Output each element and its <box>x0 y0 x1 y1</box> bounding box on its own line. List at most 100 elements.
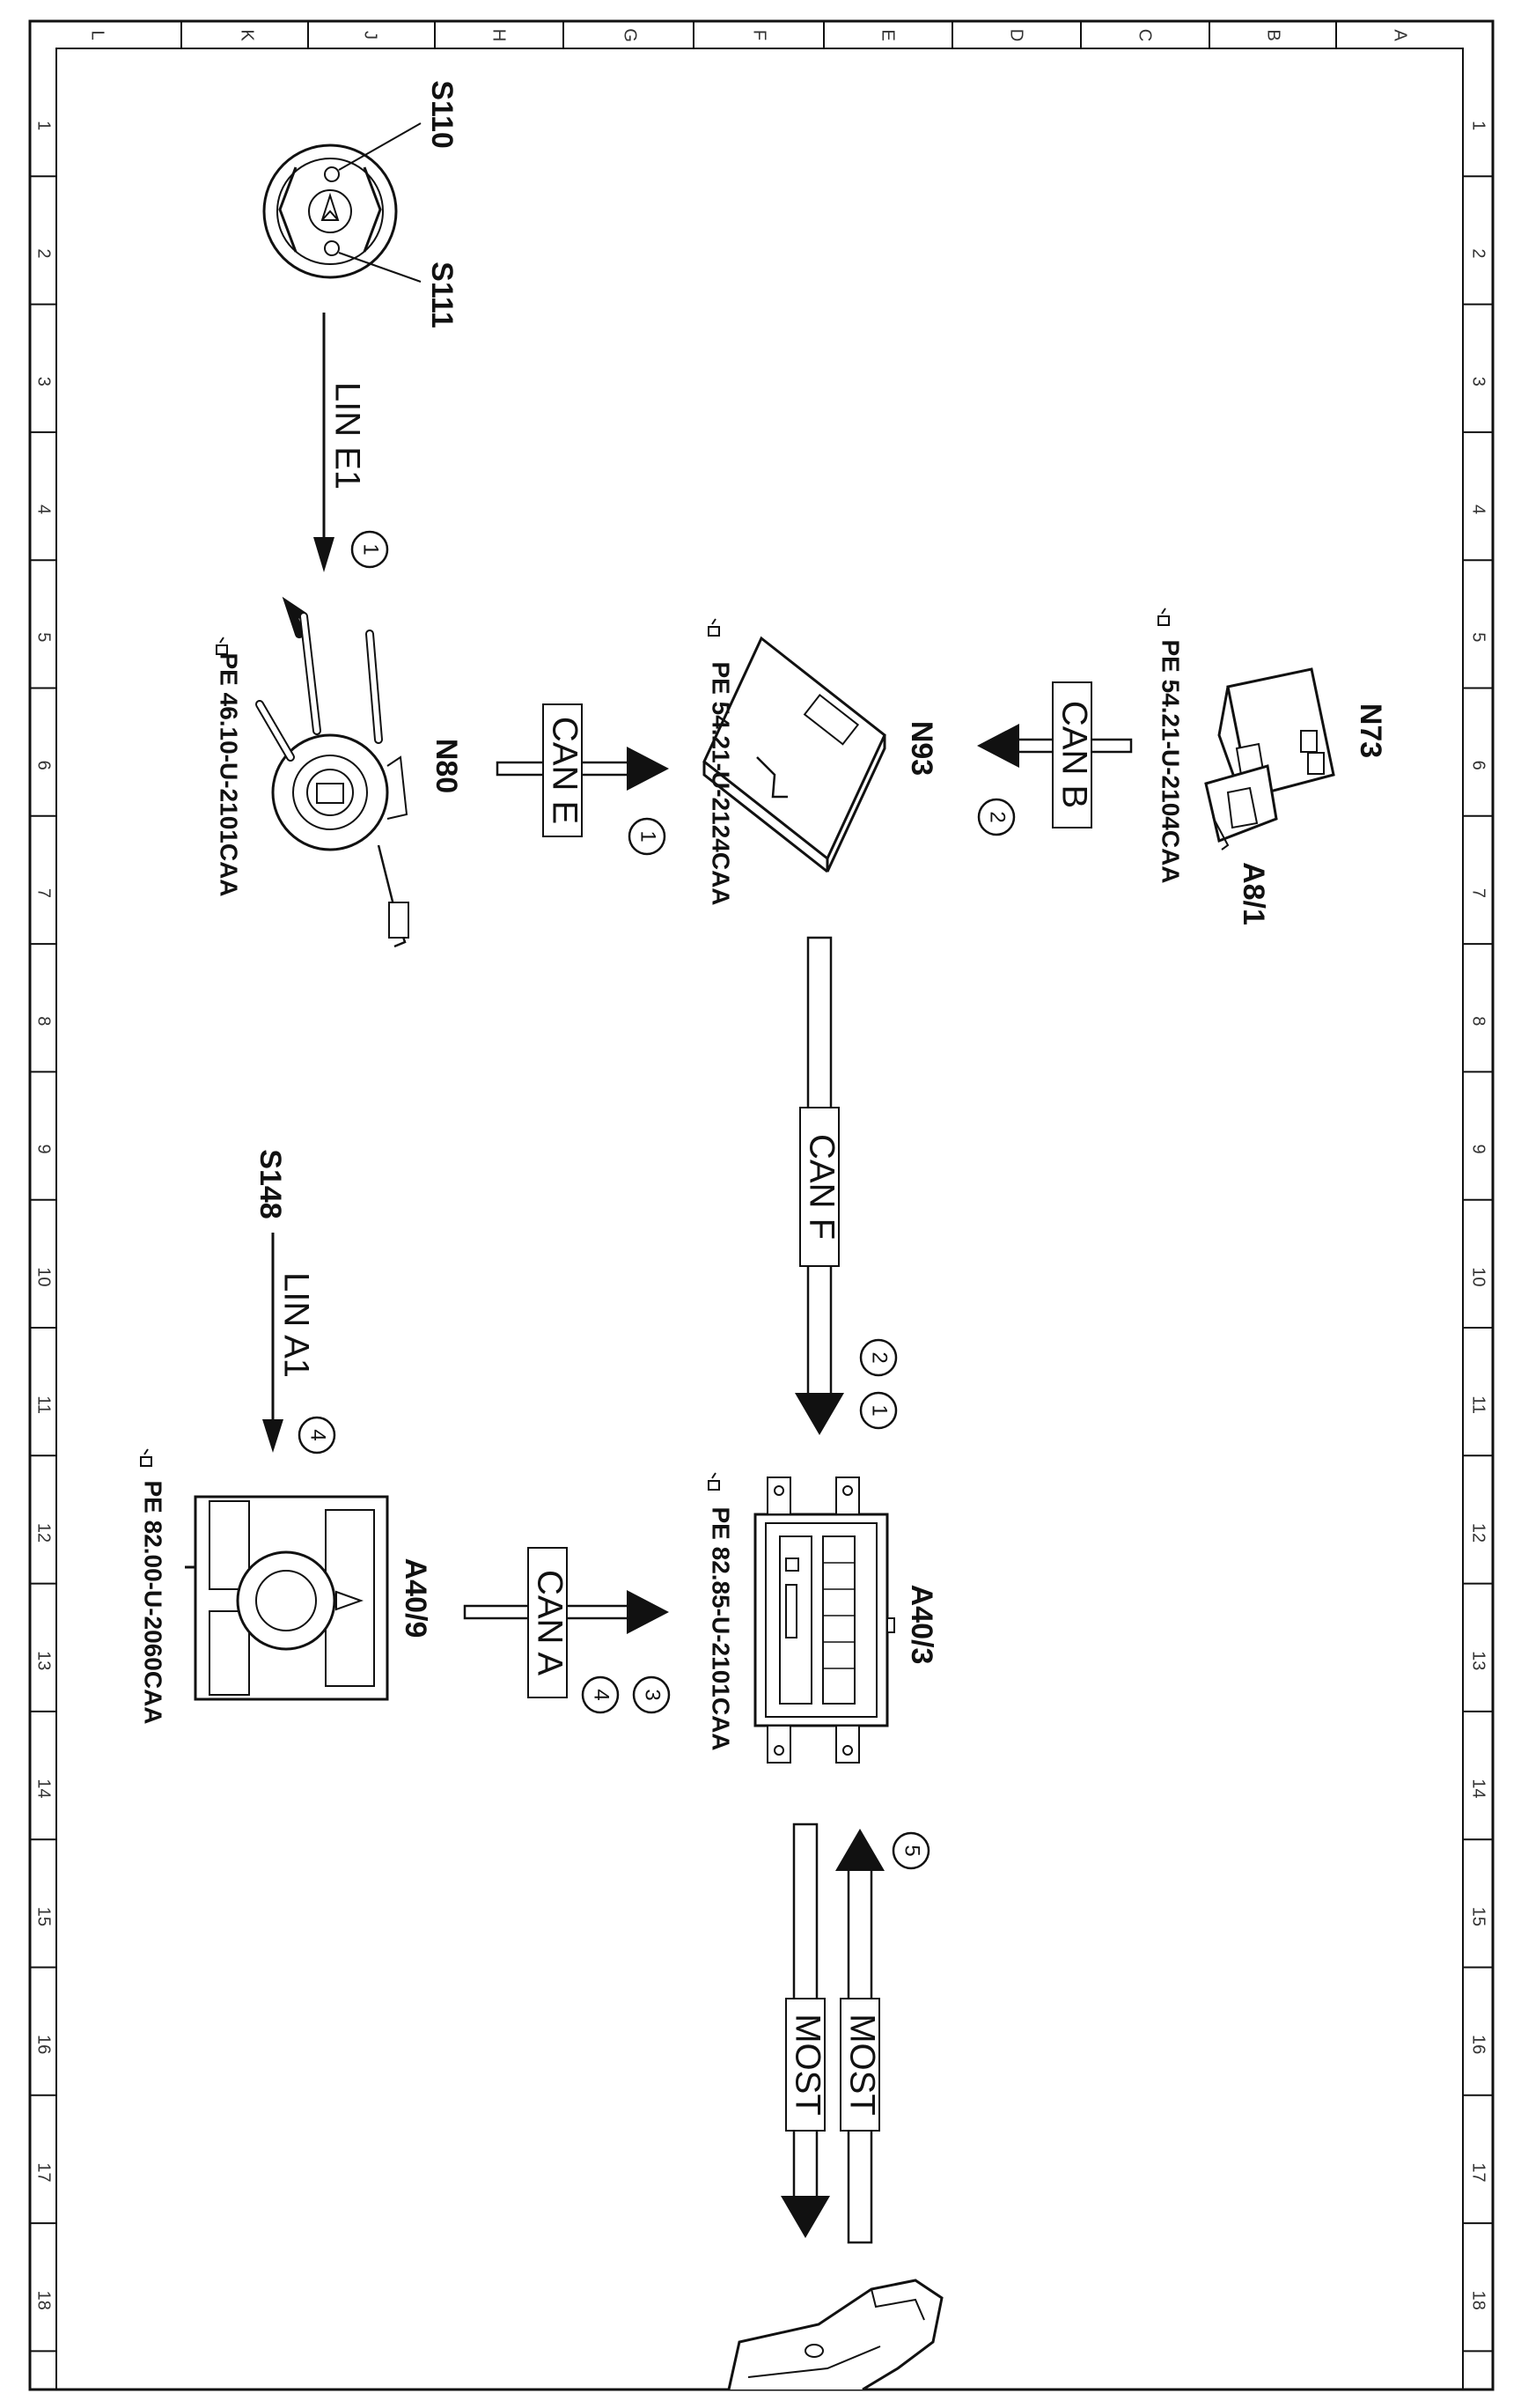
steering-wheel-inner <box>276 158 384 265</box>
bus-label-can-e: CAN E <box>545 717 584 824</box>
row-number: 6 <box>1469 761 1488 770</box>
step-marker: 1 <box>859 1391 898 1430</box>
star-emblem-icon <box>320 192 340 221</box>
row-number: 14 <box>1469 1778 1488 1798</box>
manual-reference-icon <box>140 1448 152 1467</box>
row-number: 16 <box>1469 2035 1488 2054</box>
row-number: 9 <box>1469 1144 1488 1153</box>
row-number: 2 <box>34 248 54 258</box>
bus-label-can-f: CAN F <box>802 1134 841 1240</box>
step-marker: 4 <box>298 1416 336 1454</box>
a8-1-transmitter-key <box>1204 764 1278 851</box>
label-s148: S148 <box>254 1149 287 1219</box>
row-number: 13 <box>1469 1651 1488 1670</box>
row-number: 4 <box>34 504 54 514</box>
row-number: 5 <box>1469 632 1488 642</box>
s111-leader-line <box>338 252 422 283</box>
label-s111: S111 <box>425 261 459 328</box>
n93-central-gateway <box>702 636 886 873</box>
ref-a40-9: PE 82.00-U-2060CAA <box>140 1480 167 1724</box>
bus-label-most-out: MOST <box>788 2014 827 2116</box>
column-letter: K <box>238 29 257 41</box>
row-number: 13 <box>34 1651 54 1670</box>
row-number: 10 <box>34 1267 54 1286</box>
steering-wheel-component <box>262 122 422 283</box>
ref-n73: PE 54.21-U-2104CAA <box>1157 639 1185 883</box>
step-marker: 1 <box>350 530 389 569</box>
step-marker-label: 4 <box>306 1429 330 1440</box>
row-number: 8 <box>34 1016 54 1026</box>
a40-9-control-panel <box>185 1495 389 1701</box>
column-letter: B <box>1264 29 1283 41</box>
row-number: 12 <box>34 1523 54 1543</box>
bus-label-most-in: MOST <box>842 2014 881 2116</box>
can-e-arrow <box>496 703 669 837</box>
ref-n80: PE 46.10-U-2101CAA <box>216 652 243 896</box>
step-marker: 4 <box>581 1675 620 1714</box>
row-number: 17 <box>34 2162 54 2182</box>
column-letter: J <box>361 31 380 40</box>
row-number: 8 <box>1469 1016 1488 1026</box>
row-number: 1 <box>34 121 54 130</box>
label-a40-9: A40/9 <box>399 1558 432 1638</box>
most-outgoing-arrow <box>781 1823 830 2238</box>
bus-label-lin-a1: LIN A1 <box>276 1272 315 1378</box>
steering-spokes <box>278 166 382 253</box>
row-number: 18 <box>1469 2291 1488 2310</box>
row-number: 17 <box>1469 2162 1488 2182</box>
manual-reference-icon <box>708 618 720 637</box>
row-number: 3 <box>34 377 54 387</box>
row-number: 15 <box>1469 1907 1488 1926</box>
row-number: 5 <box>34 632 54 642</box>
column-letters: L K J H G F E D C B A <box>88 28 1410 42</box>
label-s110: S110 <box>425 80 459 149</box>
ref-a40-3: PE 82.85-U-2101CAA <box>708 1506 735 1750</box>
step-marker-label: 2 <box>986 811 1010 822</box>
row-number: 12 <box>1469 1523 1488 1543</box>
bus-label-can-a: CAN A <box>530 1570 569 1675</box>
row-number: 4 <box>1469 504 1488 514</box>
step-marker-label: 2 <box>868 1351 892 1363</box>
can-a-arrow <box>463 1547 669 1698</box>
frame-grid-ticks <box>30 21 1493 2353</box>
row-number: 7 <box>1469 888 1488 898</box>
row-number: 2 <box>1469 248 1488 258</box>
ref-n93: PE 54.21-U-2124CAA <box>708 661 735 905</box>
label-n80: N80 <box>430 739 463 793</box>
row-number: 16 <box>34 2035 54 2054</box>
label-a40-3: A40/3 <box>905 1585 938 1665</box>
row-number: 10 <box>1469 1267 1488 1286</box>
can-b-arrow <box>977 681 1133 828</box>
step-marker-label: 1 <box>359 543 383 555</box>
n80-steering-column-module <box>255 596 409 948</box>
row-number: 15 <box>34 1907 54 1926</box>
switch-s110-icon <box>324 166 340 182</box>
bus-label-can-b: CAN B <box>1054 701 1093 808</box>
row-number: 14 <box>34 1778 54 1798</box>
can-f-arrow <box>795 936 844 1435</box>
a40-3-cockpit-management <box>753 1476 895 1764</box>
column-letter: A <box>1391 29 1410 41</box>
row-number: 3 <box>1469 377 1488 387</box>
row-number: 1 <box>1469 121 1488 130</box>
step-marker-label: 1 <box>868 1404 892 1416</box>
step-marker-label: 1 <box>636 830 660 842</box>
step-marker-label: 5 <box>900 1845 924 1856</box>
row-number: 11 <box>34 1395 54 1414</box>
hazard-triangle-icon <box>335 1590 364 1611</box>
column-letter: G <box>621 28 640 42</box>
n73-ignition-switch <box>1217 667 1335 799</box>
bus-label-lin-e1: LIN E1 <box>327 382 366 490</box>
label-a8-1: A8/1 <box>1237 862 1270 925</box>
column-letter: H <box>489 29 509 41</box>
lin-e1-arrow <box>313 313 334 572</box>
column-letter: D <box>1007 29 1026 41</box>
column-letter: F <box>750 30 769 41</box>
partial-component-bottom <box>727 2279 944 2391</box>
step-marker: 5 <box>892 1831 930 1870</box>
label-n73: N73 <box>1354 703 1387 758</box>
step-marker-label: 3 <box>641 1689 665 1700</box>
step-marker: 2 <box>859 1338 898 1377</box>
